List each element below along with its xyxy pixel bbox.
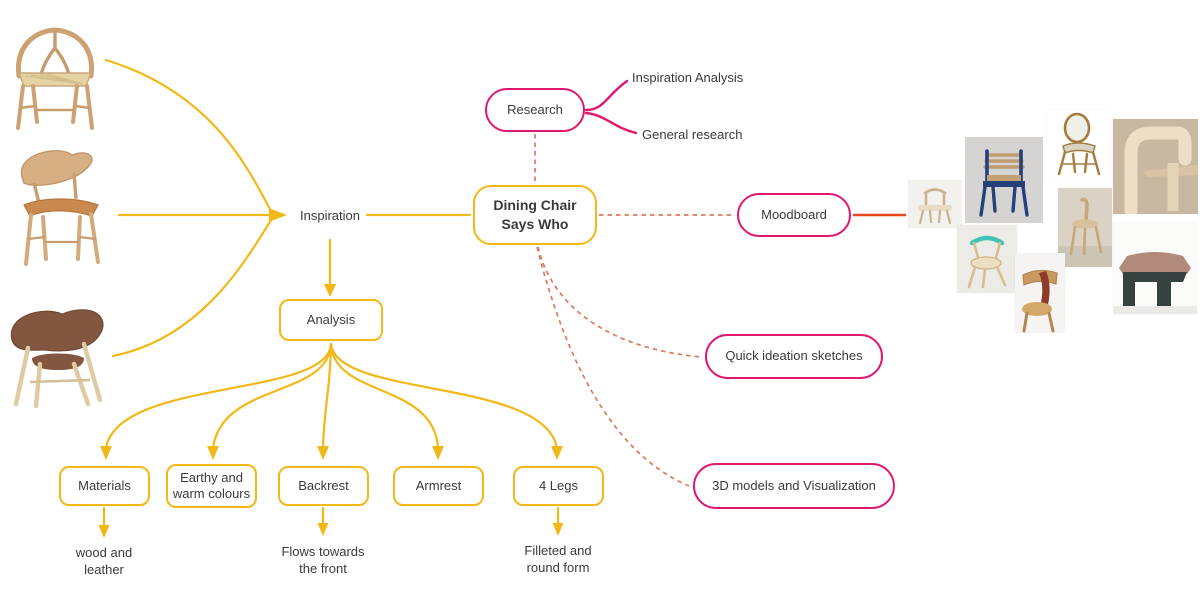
label-inspiration-analysis-text: Inspiration Analysis xyxy=(632,70,744,85)
label-wood-leather: wood and leather xyxy=(54,545,154,579)
moodboard-tile-slender-chair xyxy=(1058,188,1112,267)
edge-analysis-materials xyxy=(104,342,333,450)
node-earthy-line1: Earthy and xyxy=(180,469,243,485)
node-analysis-label: Analysis xyxy=(306,311,356,327)
label-flows-front-line1: Flows towards xyxy=(281,544,365,559)
edge-analysis-legs xyxy=(329,342,559,450)
moodboard-tile-red-strap-chair xyxy=(1015,253,1065,333)
moodboard-tile-bentwood-chair xyxy=(1047,110,1110,180)
label-general-research-text: General research xyxy=(642,127,743,142)
moodboard-tile-navy-chair xyxy=(965,137,1043,223)
moodboard-tile-oak-lowback-chair xyxy=(908,180,962,228)
node-4-legs[interactable]: 4 Legs xyxy=(513,466,604,506)
arrowhead-earthy xyxy=(207,446,219,460)
node-moodboard[interactable]: Moodboard xyxy=(737,193,851,237)
horn-chair-image xyxy=(12,143,104,270)
arrowhead-legs xyxy=(551,446,563,460)
node-dining-chair-says-who[interactable]: Dining Chair Says Who xyxy=(473,185,597,245)
label-inspiration-text: Inspiration xyxy=(300,208,360,223)
node-materials[interactable]: Materials xyxy=(59,466,150,506)
edge-dining-quick xyxy=(537,246,702,358)
node-research-label: Research xyxy=(507,101,563,117)
node-research[interactable]: Research xyxy=(485,88,585,132)
node-armrest[interactable]: Armrest xyxy=(393,466,484,506)
label-wood-leather-line2: leather xyxy=(84,561,124,577)
lounge-chair-image xyxy=(2,298,114,412)
edge-dining-models xyxy=(536,246,690,487)
label-filleted-round-line1: Filleted and xyxy=(524,543,592,558)
node-moodboard-label: Moodboard xyxy=(761,206,827,222)
moodboard-tile-teal-rail-chair xyxy=(957,225,1017,293)
arrowhead-armrest xyxy=(432,446,444,460)
node-3d-models[interactable]: 3D models and Visualization xyxy=(693,463,895,509)
edge-analysis-earthy xyxy=(211,342,333,450)
node-analysis[interactable]: Analysis xyxy=(279,299,383,341)
edge-analysis-armrest xyxy=(329,342,440,450)
label-filleted-round-line2: round form xyxy=(526,559,590,575)
arrowhead-analysis xyxy=(323,284,337,297)
wishbone-chair-image xyxy=(5,18,105,132)
node-materials-label: Materials xyxy=(78,477,131,493)
node-4-legs-label: 4 Legs xyxy=(538,477,579,493)
arrowhead-backrest xyxy=(317,446,329,460)
edge-chair3-inspiration xyxy=(111,218,273,358)
label-filleted-round: Filleted and round form xyxy=(507,543,609,577)
edge-analysis-backrest xyxy=(321,342,333,450)
label-wood-leather-line1: wood and xyxy=(75,545,133,560)
arrowhead-legs-leaf xyxy=(552,523,564,536)
moodboard-tile-wood-frame-closeup xyxy=(1113,119,1198,218)
node-quick-ideation[interactable]: Quick ideation sketches xyxy=(705,334,883,379)
edge-chair1-inspiration xyxy=(104,58,273,213)
arrowhead-materials xyxy=(100,446,112,460)
node-earthy-colours[interactable]: Earthy and warm colours xyxy=(166,464,257,508)
node-earthy-line2: warm colours xyxy=(172,486,251,501)
arrowhead-inspiration xyxy=(269,208,287,222)
node-quick-ideation-label: Quick ideation sketches xyxy=(725,348,863,364)
label-general-research: General research xyxy=(642,127,762,144)
label-flows-front-line2: the front xyxy=(299,560,347,576)
arrowhead-backrest-leaf xyxy=(317,523,329,536)
node-backrest[interactable]: Backrest xyxy=(278,466,369,506)
node-armrest-label: Armrest xyxy=(415,477,462,493)
edge-research-general xyxy=(584,111,638,135)
label-flows-front: Flows towards the front xyxy=(272,544,374,578)
edge-research-inspiration-analysis xyxy=(584,79,629,112)
node-3d-models-label: 3D models and Visualization xyxy=(712,477,876,493)
label-inspiration-analysis: Inspiration Analysis xyxy=(632,70,762,87)
arrowhead-materials-leaf xyxy=(98,525,110,538)
moodboard-tile-stool xyxy=(1113,222,1197,314)
label-inspiration[interactable]: Inspiration xyxy=(293,208,367,225)
node-backrest-label: Backrest xyxy=(298,477,349,493)
center-title-line2: Says Who xyxy=(501,216,569,232)
center-title-line1: Dining Chair xyxy=(493,197,577,214)
